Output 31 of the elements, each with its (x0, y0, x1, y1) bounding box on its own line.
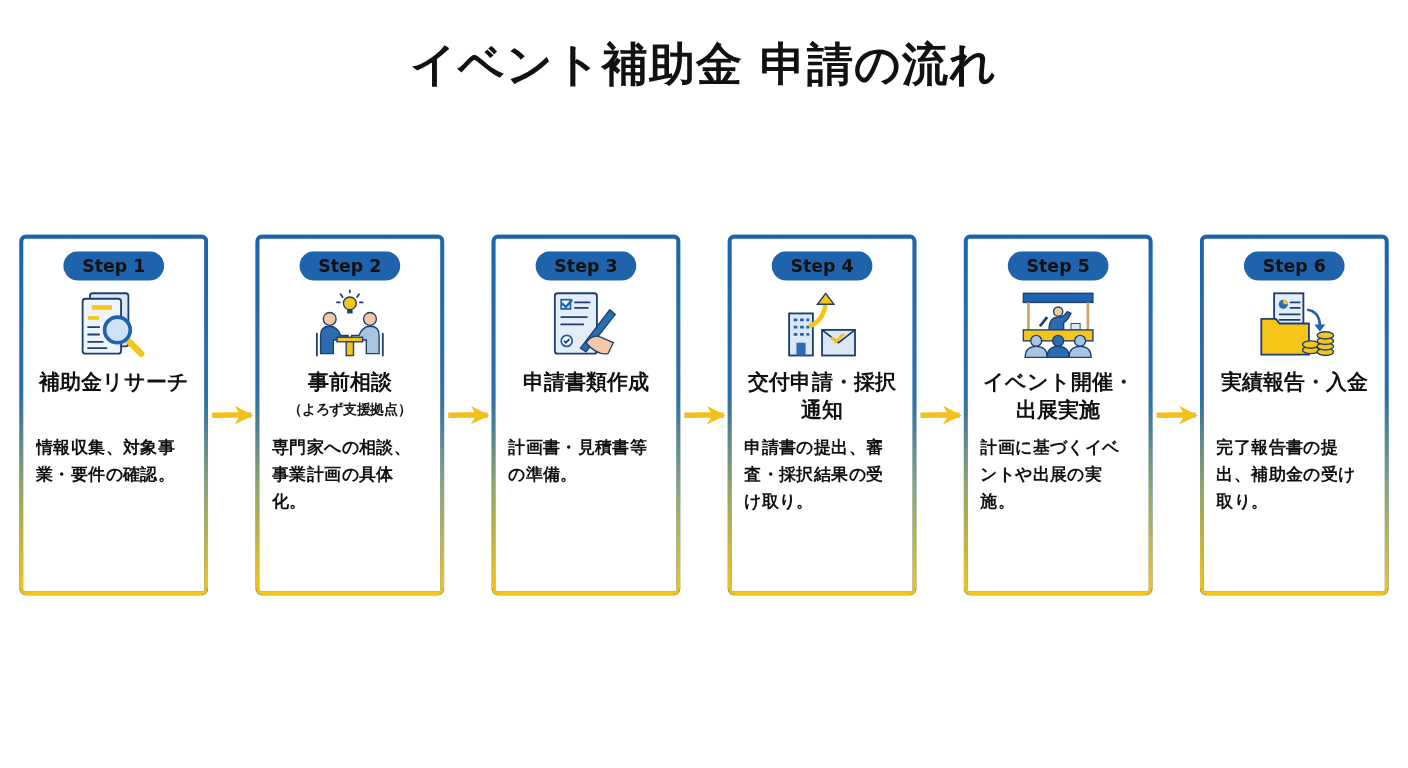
arrow (1156, 405, 1198, 425)
step-badge: Step 6 (1244, 251, 1345, 281)
step-badge: Step 1 (63, 251, 164, 281)
arrow (684, 405, 726, 425)
step-card (255, 234, 445, 596)
arrow (212, 405, 254, 425)
step-title: 交付申請・採択通知 (747, 369, 897, 424)
arrow (920, 405, 962, 425)
step-badge: Step 4 (772, 251, 872, 281)
arrow (448, 405, 490, 425)
step-card (727, 234, 917, 596)
step-title: イベント開催・出展実施 (981, 369, 1135, 424)
step-badge: Step 3 (536, 251, 636, 281)
step-description: 完了報告書の提出、補助金の受け取り。 (1216, 435, 1357, 514)
step-title: 実績報告・入金 (1219, 369, 1369, 396)
step-badge: Step 2 (299, 251, 400, 281)
step-description: 計画に基づくイベントや出展の実施。 (980, 435, 1121, 514)
step-card (491, 234, 681, 596)
step-title: 申請書類作成 (521, 369, 651, 396)
step-description: 計画書・見積書等の準備。 (508, 435, 649, 486)
step-description: 専門家への相談、事業計画の具体化。 (272, 435, 413, 514)
step-title: 補助金リサーチ (37, 369, 190, 396)
step-title: 事前相談 (306, 369, 393, 396)
step-description: 申請書の提出、審査・採択結果の受け取り。 (744, 435, 885, 514)
step-description: 情報収集、対象事業・要件の確認。 (35, 435, 177, 486)
step-badge: Step 5 (1008, 251, 1109, 281)
step-subtitle: （よろず支援拠点） (287, 400, 413, 420)
step-card (19, 234, 208, 596)
title: イベント補助金 申請の流れ (410, 36, 998, 93)
step-card (1200, 234, 1389, 596)
step-card (963, 234, 1153, 596)
